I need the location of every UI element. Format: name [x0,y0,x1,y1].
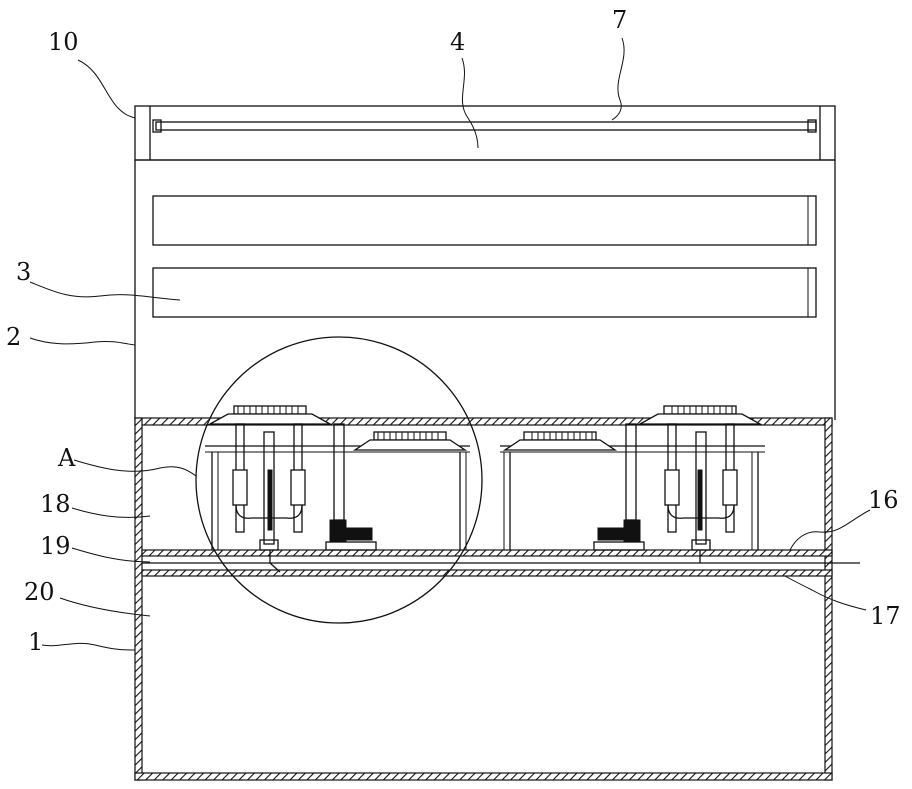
label-20: 20 [24,578,55,606]
label-7: 7 [612,6,627,34]
label-1: 1 [28,628,43,656]
right-mechanism [500,406,765,563]
top-frame [135,106,835,160]
label-3: 3 [16,258,31,286]
label-18: 18 [40,490,71,518]
left-mechanism [205,406,470,572]
label-16: 16 [868,486,899,514]
label-4: 4 [450,28,465,56]
label-17: 17 [870,602,901,630]
label-a: A [57,444,76,472]
plates [142,550,860,576]
shelf-panels [153,196,816,317]
label-19: 19 [40,532,71,560]
rod [153,120,816,132]
label-2: 2 [6,323,21,351]
cabinet-body [135,160,835,420]
label-10: 10 [48,28,79,56]
